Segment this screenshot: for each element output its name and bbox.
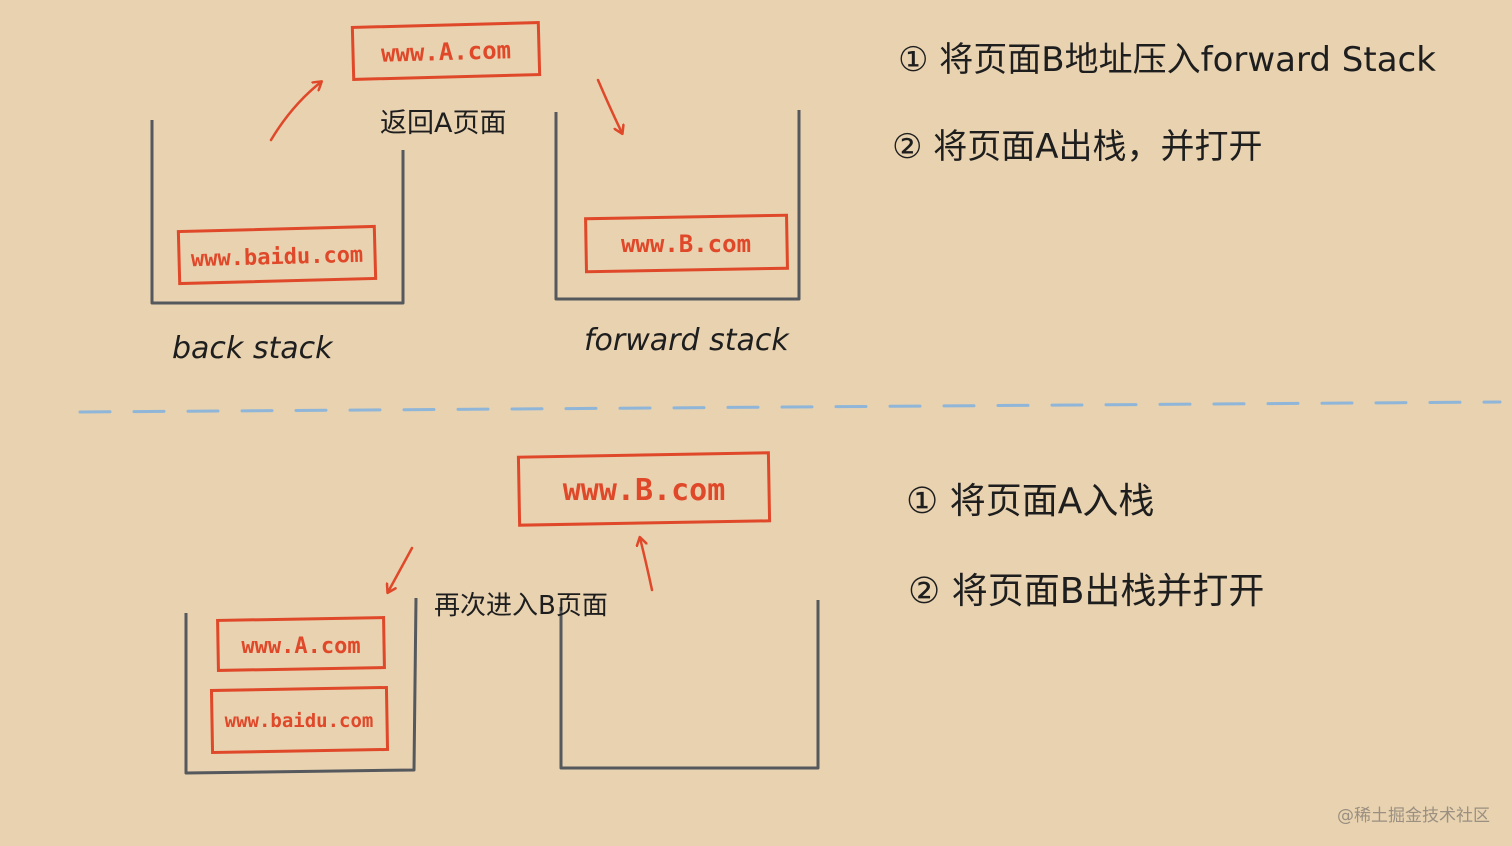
- bottom-step-1: ① 将页面A入栈: [906, 481, 1154, 522]
- bottom-back-stack-item-a: www.A.com: [216, 616, 386, 672]
- top-forward-stack-item-b: www.B.com: [584, 213, 789, 274]
- bottom-popped-url-b: www.B.com: [516, 451, 772, 527]
- scene-divider: [78, 400, 1502, 414]
- top-back-stack-label: back stack: [172, 331, 334, 366]
- top-popped-url-a: www.A.com: [350, 21, 542, 81]
- bottom-arrow-down: [388, 546, 414, 592]
- top-arrow-up: [269, 82, 321, 142]
- url-label: www.A.com: [241, 634, 360, 659]
- watermark: @稀土掘金技术社区: [1337, 806, 1490, 826]
- top-scene: www.baidu.com www.B.com www.A.com 返回A页面 …: [150, 21, 1436, 366]
- url-label: www.A.com: [381, 36, 512, 67]
- bottom-step-2: ② 将页面B出栈并打开: [908, 571, 1264, 612]
- url-label: www.baidu.com: [191, 243, 364, 272]
- top-step-1: ① 将页面B地址压入forward Stack: [898, 40, 1436, 80]
- top-action-label: 返回A页面: [380, 108, 506, 139]
- bottom-scene: www.A.com www.baidu.com www.B.com 再次进入B页…: [184, 451, 1264, 775]
- top-forward-stack-container: [554, 110, 801, 301]
- url-label: www.baidu.com: [225, 710, 374, 732]
- url-label: www.B.com: [563, 473, 726, 508]
- top-forward-stack-label: forward stack: [584, 323, 790, 358]
- bottom-back-stack-item-baidu: www.baidu.com: [209, 685, 390, 755]
- top-back-stack-item-baidu: www.baidu.com: [176, 224, 378, 286]
- bottom-arrow-up: [640, 538, 654, 592]
- top-step-2: ② 将页面A出栈，并打开: [892, 127, 1263, 167]
- bottom-action-label: 再次进入B页面: [434, 591, 608, 621]
- top-arrow-down: [596, 78, 622, 133]
- top-back-stack-container: [150, 120, 405, 305]
- bottom-forward-stack-container: [559, 600, 820, 770]
- url-label: www.B.com: [621, 230, 751, 258]
- bottom-back-stack-container: [184, 597, 418, 775]
